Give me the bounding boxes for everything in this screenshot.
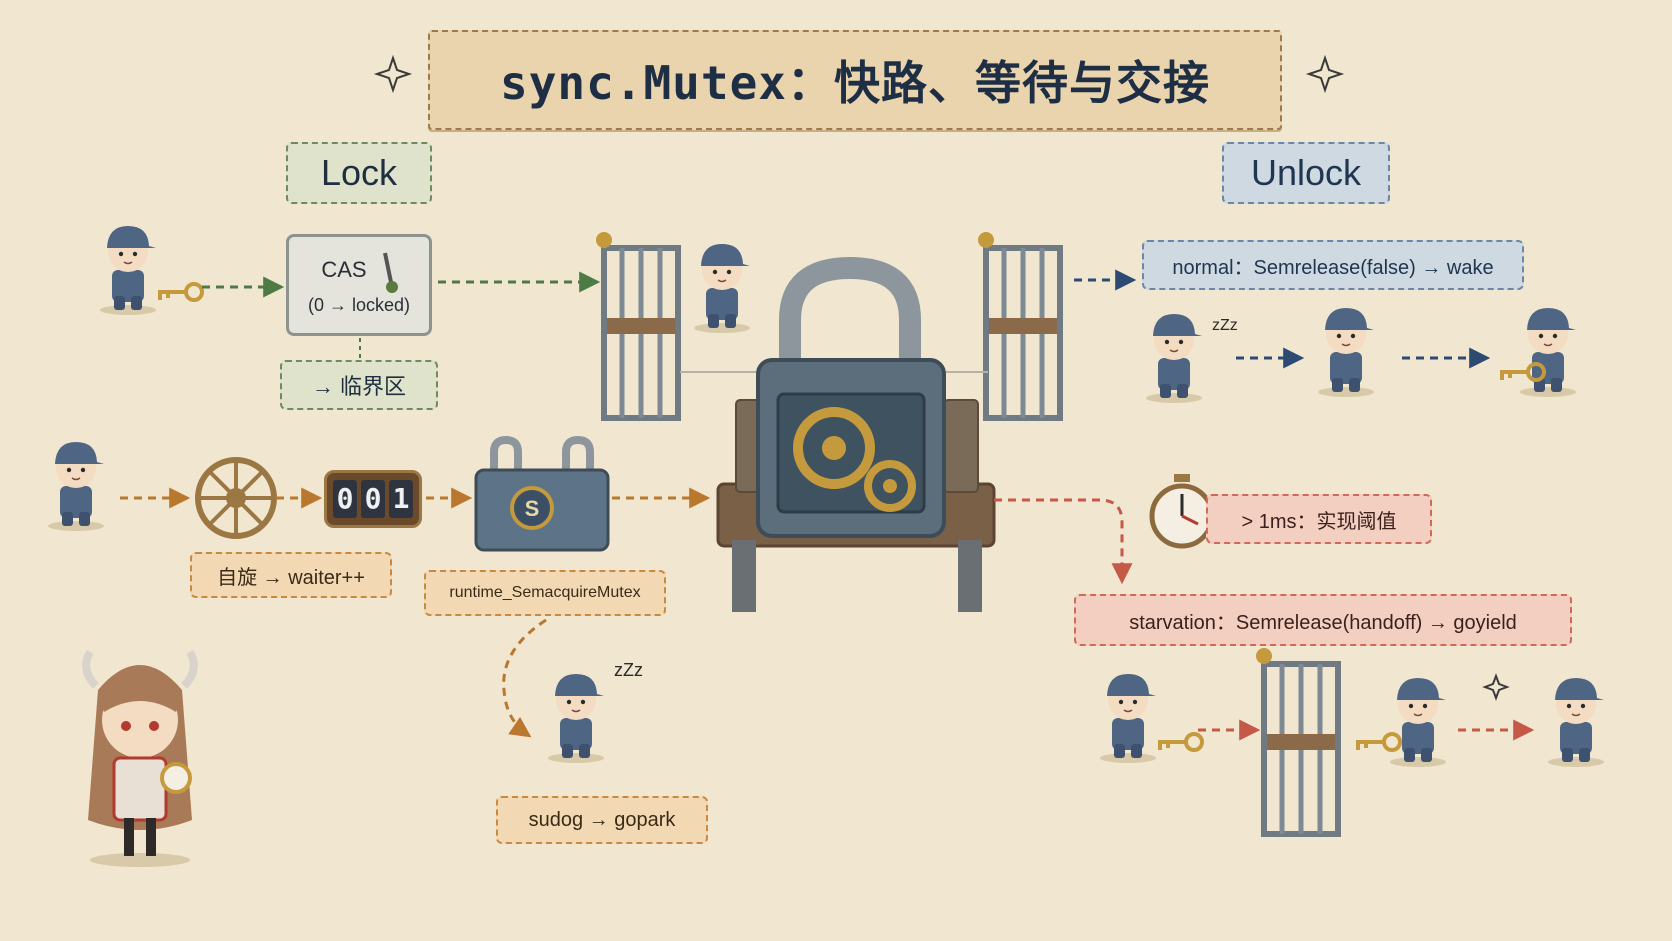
mascot-girl	[82, 650, 198, 867]
critical-section-label: → 临界区	[280, 360, 438, 410]
gopher-with-key	[99, 225, 157, 316]
cas-title: CAS	[321, 257, 367, 282]
key-icon-received	[1354, 732, 1402, 752]
waiter-counter: 0 0 1	[324, 470, 422, 528]
sleep-mark: zZz	[614, 660, 643, 680]
mutex-padlock	[716, 256, 996, 612]
handoff-gate	[1256, 648, 1338, 834]
gopher-receiving-key	[1389, 677, 1447, 768]
gopher-entering-gate	[693, 243, 751, 334]
gopher-handing-key	[1099, 673, 1157, 764]
sparkle-icon-left	[373, 54, 413, 94]
sudog-label: sudog → gopark	[496, 796, 708, 844]
stopwatch-icon	[1149, 474, 1215, 549]
right-gate	[978, 232, 1060, 418]
unlock-tag: Unlock	[1222, 142, 1390, 204]
spin-label: 自旋 → waiter++	[190, 552, 392, 598]
arrow-sema-to-sleep	[502, 618, 547, 738]
cas-transition: (0 → locked)	[307, 295, 411, 315]
semaphore-box: S	[474, 435, 610, 552]
gopher-sleeping	[547, 673, 605, 764]
sema-badge: S	[525, 496, 540, 521]
sleep-mark-normal: zZz	[1212, 317, 1238, 334]
gopher-got-key	[1519, 307, 1577, 398]
counter-digit: 0	[361, 480, 385, 518]
left-gate	[596, 232, 678, 418]
key-icon	[156, 282, 204, 302]
spin-wheel-icon	[195, 457, 277, 539]
sparkle-icon-right	[1305, 54, 1345, 94]
threshold-label: > 1ms：实现阈值	[1206, 494, 1432, 544]
page-title: sync.Mutex：快路、等待与交接	[428, 30, 1282, 130]
semacquire-label: runtime_SemacquireMutex	[424, 570, 666, 616]
gopher-waiting	[47, 441, 105, 532]
lock-tag: Lock	[286, 142, 432, 204]
cas-switch: CAS (0 → locked)	[286, 234, 432, 336]
gopher-asleep-normal	[1145, 313, 1203, 404]
normal-mode-label: normal：Semrelease(false) → wake	[1142, 240, 1524, 290]
key-icon-handoff	[1156, 732, 1204, 752]
starvation-mode-label: starvation：Semrelease(handoff) → goyield	[1074, 594, 1572, 646]
sparkle-icon-handoff	[1482, 673, 1510, 701]
counter-digit: 0	[333, 480, 357, 518]
arrow-lock-to-starvation	[994, 498, 1133, 585]
gopher-running	[1547, 677, 1605, 768]
counter-digit: 1	[389, 480, 413, 518]
lever-icon	[383, 252, 398, 293]
gopher-waking	[1317, 307, 1375, 398]
